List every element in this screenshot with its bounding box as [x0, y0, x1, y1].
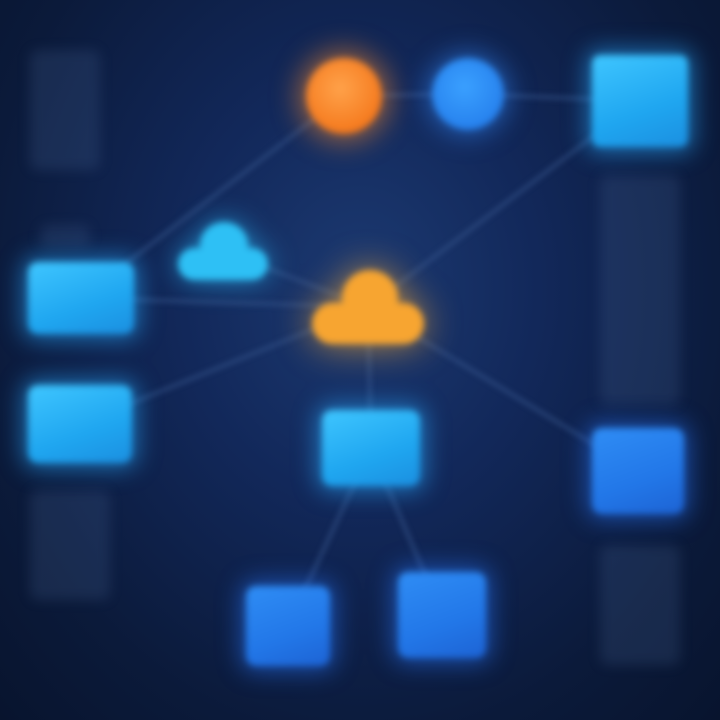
cyan-cloud-node[interactable]	[178, 222, 268, 280]
top-right-box-node[interactable]	[592, 55, 688, 147]
right-box-node[interactable]	[592, 428, 684, 514]
orange-cloud-hub-node[interactable]	[312, 270, 424, 344]
bottom-box-node-1[interactable]	[246, 586, 330, 666]
dim-panel-bottom-right	[600, 545, 680, 665]
bottom-box-node-2[interactable]	[398, 572, 486, 658]
orange-circle-node[interactable]	[306, 58, 382, 134]
dim-panel-bottom-left	[30, 490, 110, 600]
center-box-node[interactable]	[322, 410, 420, 486]
blue-circle-node[interactable]	[432, 58, 504, 130]
dim-panel-left-mid	[40, 225, 90, 247]
left-box-node-2[interactable]	[28, 385, 132, 463]
dim-panel-right	[600, 175, 680, 405]
left-box-node-1[interactable]	[28, 262, 134, 334]
dim-panel-top-left	[30, 50, 100, 170]
